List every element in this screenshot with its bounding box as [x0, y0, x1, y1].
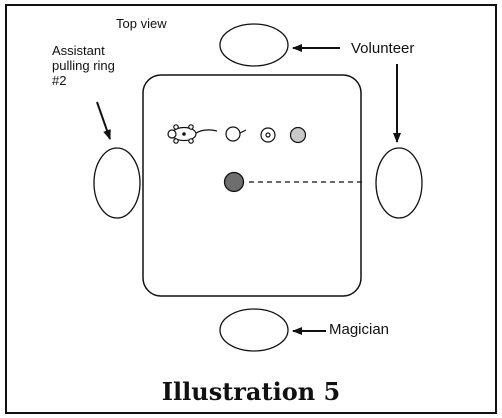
- table: [142, 74, 362, 297]
- cup-ring-icon: [225, 126, 247, 142]
- right-seat-figure: [375, 147, 423, 219]
- assistant-label-line-3: #2: [52, 73, 67, 88]
- top-view-label: Top view: [116, 16, 167, 31]
- target-ring-icon: [260, 127, 276, 143]
- magician-figure: [219, 308, 289, 352]
- figure-border: [5, 4, 497, 414]
- assistant-arrow: [96, 101, 111, 140]
- assistant-label-line-1: Assistant: [52, 43, 105, 58]
- ring-2-icon: [223, 171, 245, 193]
- assistant-label-line-2: pulling ring: [52, 58, 115, 73]
- volunteer-label: Volunteer: [351, 40, 415, 57]
- assistant-figure: [93, 147, 141, 219]
- figure-caption: Illustration 5: [161, 377, 341, 406]
- volunteer-figure: [219, 23, 289, 67]
- gray-ring-icon: [289, 126, 307, 144]
- assistant-label: Assistant pulling ring #2: [52, 43, 115, 88]
- mouse-icon: [167, 124, 218, 144]
- magician-label: Magician: [329, 321, 390, 338]
